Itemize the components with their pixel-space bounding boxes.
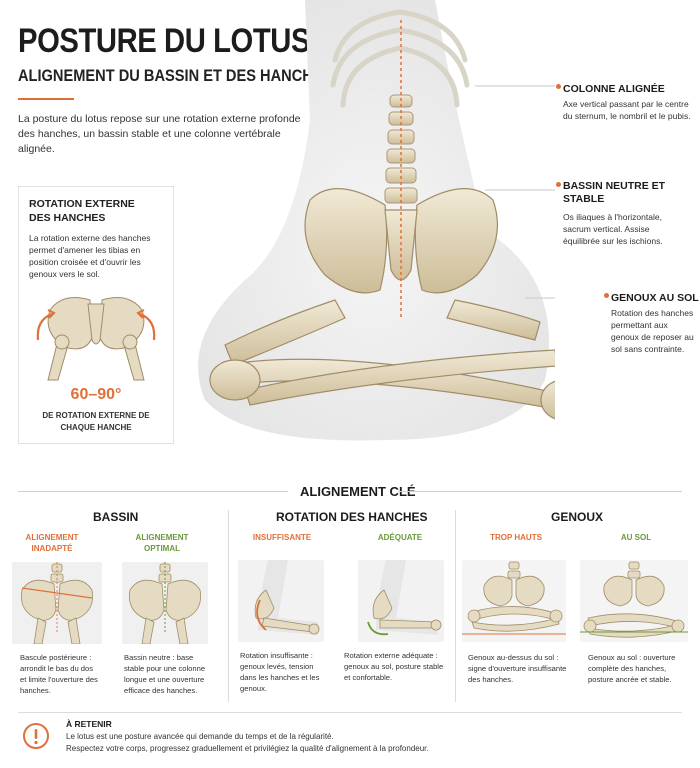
rotation-arrow-right-icon [139, 312, 156, 341]
title-accent-divider [18, 98, 74, 100]
exclamation-icon [23, 723, 49, 749]
retain-line-1: Le lotus est une posture avancée qui dem… [66, 732, 334, 741]
genoux-bad-caption: Genoux au-dessus du sol : signe d'ouvert… [468, 653, 567, 684]
intro-text: La posture du lotus repose sur une rotat… [18, 113, 301, 155]
callout-dot-pelvis [556, 182, 561, 187]
bassin-bad-caption: Bascule postérieure : arrondit le bas du… [20, 653, 98, 695]
section-title-genoux: GENOUX [551, 510, 604, 524]
callout-spine-title: COLONNE ALIGNÉE [563, 83, 665, 95]
genoux-bad-label: TROP HAUTS [490, 533, 542, 542]
callout-pelvis-title: BASSIN NEUTRE ET STABLE [563, 180, 666, 205]
rotation-degree-value: 60–90° [70, 386, 122, 403]
callout-dot-spine [556, 84, 561, 89]
genoux-good-caption: Genoux au sol : ouverture complète des h… [588, 653, 676, 684]
section-divider-2 [455, 510, 456, 702]
rotation-arrow-left-icon [36, 312, 53, 341]
callout-knees-title: GENOUX AU SOL [611, 292, 699, 304]
knees-bad-thumbnail [462, 560, 566, 642]
callout-knees-text: Rotation des hanches permettant aux geno… [611, 308, 694, 354]
key-alignment-title: ALIGNEMENT CLÉ [300, 484, 416, 499]
key-alignment-rule-right [398, 491, 682, 492]
page-title: POSTURE DU LOTUS [18, 22, 311, 60]
rotation-good-label: ADÉQUATE [377, 533, 423, 542]
genoux-good-label: AU SOL [620, 533, 652, 542]
callout-dot-knees [604, 293, 609, 298]
retain-title: À RETENIR [66, 719, 112, 729]
rotation-bad-caption: Rotation insuffisante : genoux levés, te… [240, 651, 320, 693]
pelvis-bad-thumbnail [12, 562, 102, 644]
bassin-good-label: ALIGNEMENT OPTIMAL [135, 533, 189, 553]
callout-pelvis-text: Os iliaques à l'horizontale, sacrum vert… [563, 212, 663, 246]
rotation-bad-thumbnail [238, 560, 324, 642]
bassin-good-caption: Bassin neutre : base stable pour une col… [124, 653, 206, 695]
rotation-box-text: La rotation externe des hanches permet d… [29, 233, 151, 279]
rotation-good-thumbnail [358, 560, 444, 642]
knees-good-thumbnail [580, 560, 688, 642]
pelvis-good-thumbnail [122, 562, 208, 644]
lotus-skeleton-illustration [198, 0, 555, 441]
key-alignment-rule-left [18, 491, 288, 492]
rotation-degree-caption: DE ROTATION EXTERNE DE CHAQUE HANCHE [42, 411, 150, 432]
rotation-box-title: ROTATION EXTERNE DES HANCHES [29, 198, 135, 224]
rib-cage [330, 9, 470, 108]
pelvis [304, 188, 499, 294]
footer-divider [18, 712, 682, 713]
section-title-bassin: BASSIN [93, 510, 139, 524]
hip-rotation-illustration [36, 297, 156, 381]
rotation-bad-label: INSUFFISANTE [252, 533, 312, 542]
crossed-legs [209, 299, 555, 420]
bassin-bad-label: ALIGNEMENT INADAPTÉ [25, 533, 79, 553]
page-subtitle: ALIGNEMENT DU BASSIN ET DES HANCHES [18, 66, 333, 85]
retain-line-2: Respectez votre corps, progressez gradue… [66, 744, 429, 753]
rotation-good-caption: Rotation externe adéquate : genoux au so… [344, 651, 444, 682]
callout-spine-text: Axe vertical passant par le centre du st… [563, 99, 691, 121]
section-title-rotation: ROTATION DES HANCHES [276, 510, 428, 524]
section-divider-1 [228, 510, 229, 702]
retain-text: Le lotus est une posture avancée qui dem… [66, 731, 429, 755]
